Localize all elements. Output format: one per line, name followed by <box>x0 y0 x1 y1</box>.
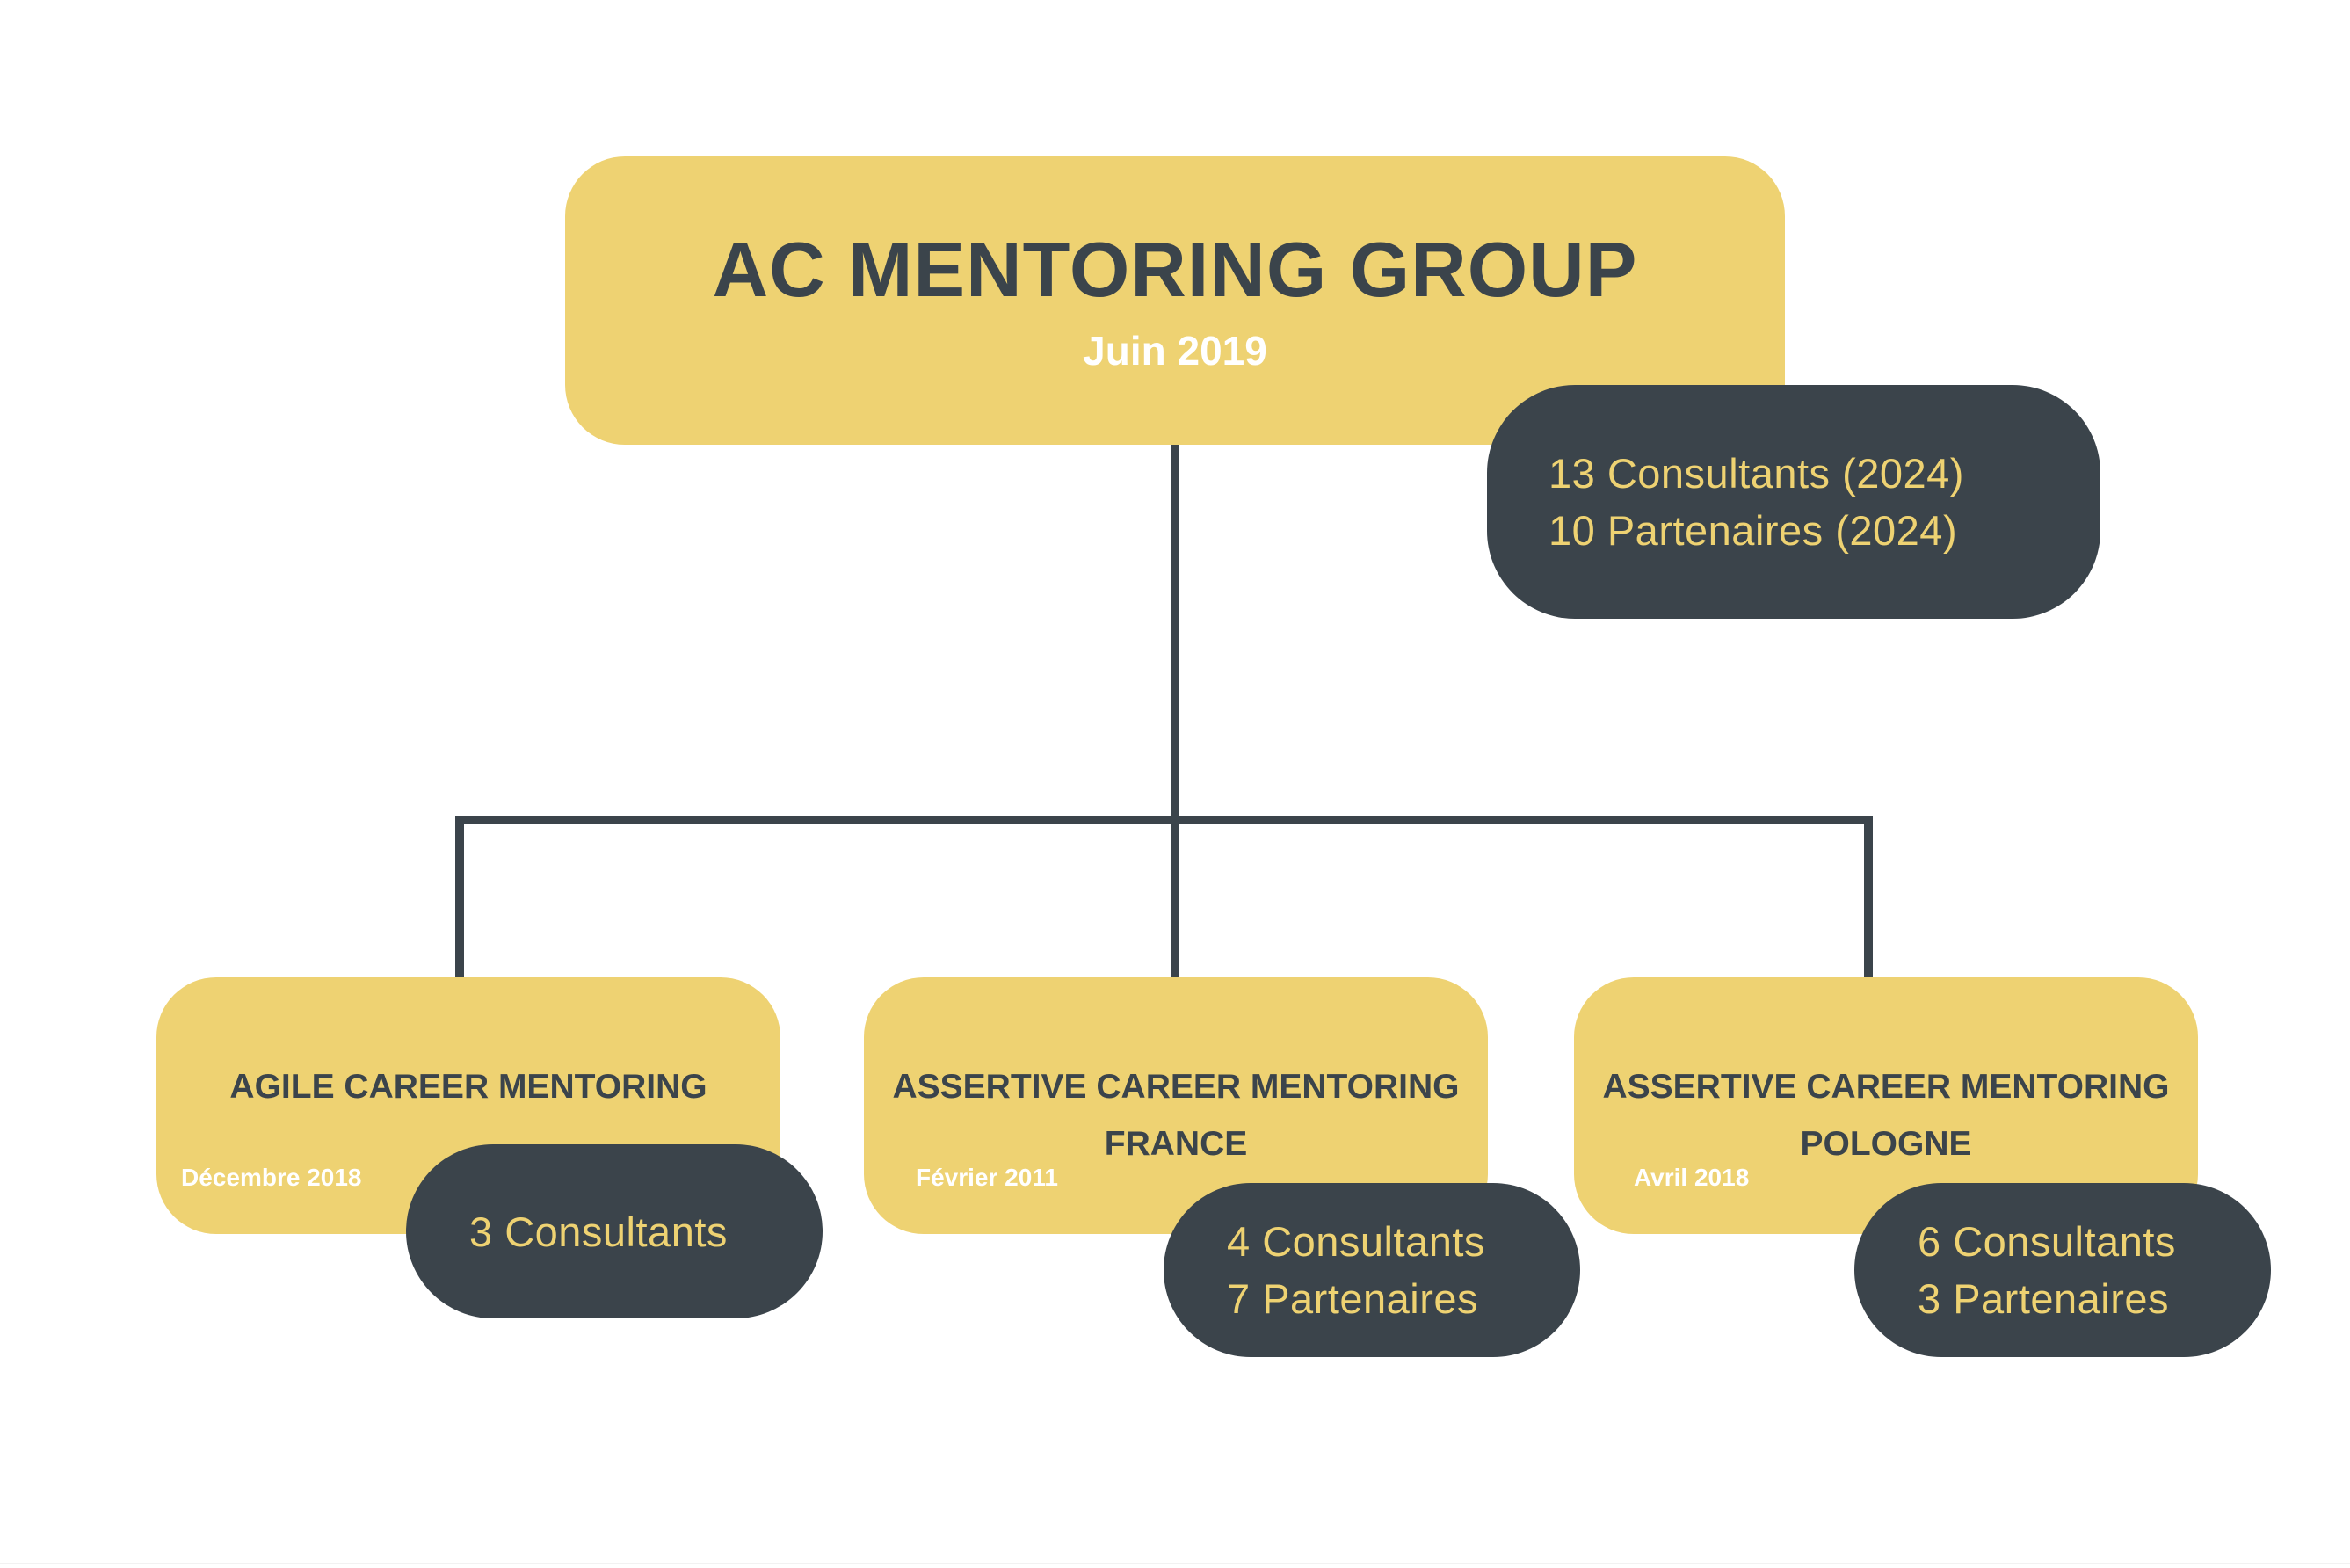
root-stat-partenaires: 10 Partenaires (2024) <box>1549 507 1958 554</box>
child-date-agile: Décembre 2018 <box>181 1164 362 1191</box>
child-stat-consultants: 6 Consultants <box>1918 1218 2176 1265</box>
child-stats-badge-france: 4 Consultants 7 Partenaires <box>1164 1183 1580 1357</box>
child-stats-badge-pologne: 6 Consultants 3 Partenaires <box>1854 1183 2271 1357</box>
child-title-line: AGILE CAREER MENTORING <box>229 1068 707 1106</box>
child-title-pologne: ASSERTIVE CAREER MENTORING POLOGNE <box>1574 1058 2198 1172</box>
root-date: Juin 2019 <box>1083 328 1267 374</box>
child-title-agile: AGILE CAREER MENTORING <box>156 1058 780 1115</box>
child-date-france: Février 2011 <box>916 1164 1058 1191</box>
child-title-line: ASSERTIVE CAREER MENTORING <box>1602 1068 2170 1106</box>
child-date-pologne: Avril 2018 <box>1634 1164 1750 1191</box>
root-stat-consultants: 13 Consultants (2024) <box>1549 450 1964 497</box>
child-stat-partenaires: 7 Partenaires <box>1227 1275 1479 1322</box>
child-title-line: POLOGNE <box>1800 1125 1972 1163</box>
root-node: AC MENTORING GROUP Juin 2019 <box>565 156 1785 445</box>
child-stats-badge-agile: 3 Consultants <box>406 1144 823 1318</box>
child-stat-partenaires: 3 Partenaires <box>1918 1275 2170 1322</box>
child-stat-consultants: 4 Consultants <box>1227 1218 1485 1265</box>
root-stats-badge: 13 Consultants (2024) 10 Partenaires (20… <box>1487 385 2100 619</box>
child-title-line: FRANCE <box>1104 1125 1248 1163</box>
child-title-line: ASSERTIVE CAREER MENTORING <box>892 1068 1460 1106</box>
child-title-france: ASSERTIVE CAREER MENTORING FRANCE <box>864 1058 1488 1172</box>
child-stat-consultants: 3 Consultants <box>469 1208 728 1255</box>
root-title: AC MENTORING GROUP <box>712 226 1638 313</box>
bottom-divider <box>0 1563 2350 1564</box>
